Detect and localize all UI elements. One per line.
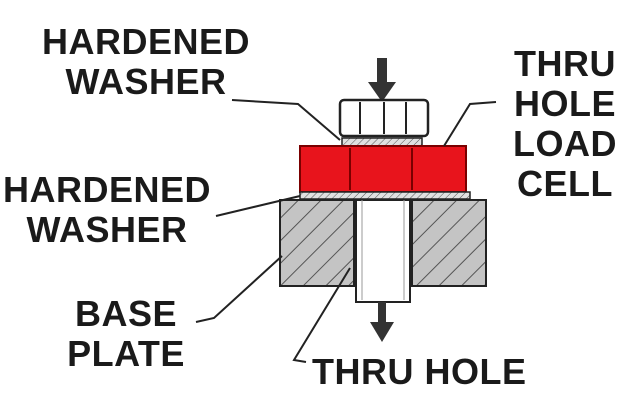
- thru-hole-load-cell: [299, 145, 467, 193]
- label-load-cell-line3: LOAD: [513, 123, 617, 164]
- top-hardened-washer: [341, 137, 423, 147]
- leader-load-cell: [443, 101, 497, 147]
- leader-lower-washer: [215, 195, 301, 217]
- base-plate: [279, 199, 487, 287]
- leader-top-washer: [231, 99, 341, 141]
- label-top-washer-line1: HARDENED: [41, 21, 250, 62]
- label-top-washer: HARDENED WASHER: [30, 22, 262, 102]
- label-thru-hole: THRU HOLE: [312, 351, 527, 392]
- label-load-cell: THRU HOLE LOAD CELL: [500, 44, 630, 204]
- label-base-plate-line2: PLATE: [67, 333, 185, 374]
- leader-lines: [195, 99, 497, 363]
- hex-nut: [338, 98, 430, 138]
- label-lower-washer-line1: HARDENED: [2, 169, 211, 210]
- lower-hardened-washer: [299, 191, 471, 200]
- load-arrow-down-icon: [368, 58, 396, 102]
- leader-base-plate: [195, 255, 283, 323]
- label-load-cell-line2: HOLE: [513, 83, 616, 124]
- label-base-plate-line1: BASE: [74, 293, 178, 334]
- bolt-shank: [355, 199, 411, 303]
- label-base-plate: BASE PLATE: [60, 294, 192, 374]
- leader-thru-hole: [292, 267, 351, 363]
- label-load-cell-line1: THRU: [514, 43, 616, 84]
- reaction-arrow-down-icon: [370, 302, 394, 342]
- label-load-cell-line4: CELL: [517, 163, 613, 204]
- label-top-washer-line2: WASHER: [65, 61, 227, 102]
- label-lower-washer-line2: WASHER: [26, 209, 188, 250]
- label-lower-washer: HARDENED WASHER: [0, 170, 214, 250]
